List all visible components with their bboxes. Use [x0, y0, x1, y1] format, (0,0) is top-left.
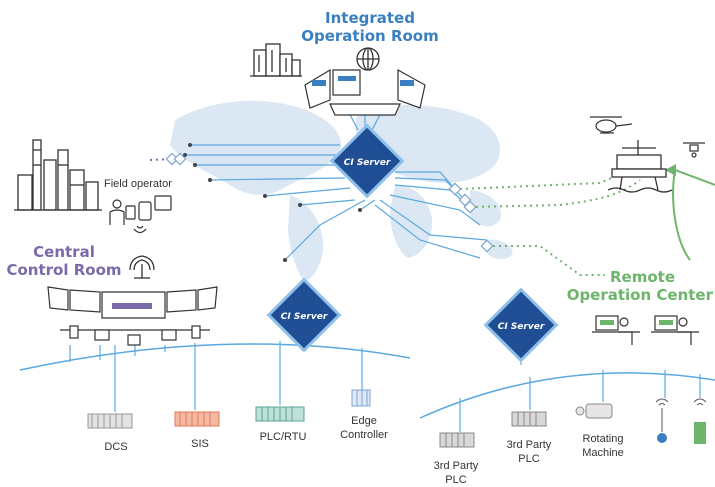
third-party-2-line2: PLC	[518, 453, 540, 465]
offshore-platform-icon	[607, 140, 673, 193]
connector-diamonds	[165, 152, 494, 253]
field-operator-label: Field operator	[104, 178, 172, 190]
helicopter-icon	[590, 116, 633, 134]
third-party-1-line1: 3rd Party	[433, 460, 479, 472]
city-buildings-icon	[250, 43, 302, 77]
ci-server-left-label: CI Server	[281, 312, 328, 322]
central-control-room-title: Central Control Room	[4, 243, 124, 279]
integrated-title-line2: Operation Room	[301, 27, 439, 45]
remote-arrow	[672, 168, 715, 261]
integrated-title-line1: Integrated	[325, 9, 415, 27]
world-map	[170, 100, 513, 282]
third-party-2-line1: 3rd Party	[506, 439, 552, 451]
ci-server-main: CI Server	[329, 123, 405, 199]
remote-title-line2: Operation Center	[566, 286, 713, 304]
network-drops	[69, 341, 701, 432]
third-party-plc-icon-1	[439, 432, 475, 448]
edge-controller-label: Edge Controller	[334, 414, 394, 442]
rotating-line1: Rotating	[582, 433, 624, 445]
dcs-device-icon	[87, 413, 133, 429]
drone-icon	[683, 142, 705, 158]
integrated-operation-room-title: Integrated Operation Room	[290, 9, 450, 45]
network-arc-left	[19, 343, 411, 371]
operator-desk-icon-1	[592, 315, 640, 345]
ci-server-right-label: CI Server	[498, 322, 545, 332]
remote-operation-center-title: Remote Operation Center	[555, 268, 713, 304]
central-title-line1: Central	[33, 243, 95, 261]
ci-server-main-label: CI Server	[344, 158, 391, 168]
edge-label-line2: Controller	[340, 429, 388, 441]
dcs-label: DCS	[104, 441, 128, 453]
third-party-plc-label-2: 3rd Party PLC	[499, 438, 559, 466]
operator-desk-icon-2	[651, 315, 699, 345]
ci-server-right: CI Server	[483, 287, 559, 363]
edge-controller-device-icon	[351, 389, 371, 407]
rotating-machine-label: Rotating Machine	[572, 432, 634, 460]
field-operator-icon	[109, 195, 172, 234]
circuit-nodes	[183, 143, 362, 262]
plc-rtu-device-icon	[255, 406, 305, 422]
wireless-transmitter-icon	[693, 398, 707, 444]
remote-title-line1: Remote	[609, 268, 675, 286]
sis-label: SIS	[191, 438, 209, 450]
sis-device-icon	[174, 411, 220, 427]
antenna-icon	[129, 255, 155, 279]
third-party-1-line2: PLC	[445, 474, 467, 486]
dotted-link-remote	[459, 171, 641, 276]
refinery-icon	[14, 139, 102, 211]
wireless-sensor-icon	[655, 398, 669, 443]
plc-rtu-label: PLC/RTU	[259, 431, 307, 443]
network-arc-right	[419, 372, 715, 419]
third-party-plc-label-1: 3rd Party PLC	[426, 459, 486, 487]
central-title-line2: Control Room	[6, 261, 122, 279]
edge-label-line1: Edge	[351, 415, 377, 427]
rotating-line2: Machine	[582, 447, 624, 459]
rotating-machine-icon	[575, 403, 613, 419]
control-room-wall-icon	[47, 286, 218, 346]
remote-arrowhead	[665, 164, 676, 176]
video-wall-icon	[304, 68, 426, 116]
ci-server-left: CI Server	[266, 277, 342, 353]
circuit-lines	[185, 104, 522, 365]
globe-icon	[356, 47, 380, 71]
third-party-plc-icon-2	[511, 411, 547, 427]
